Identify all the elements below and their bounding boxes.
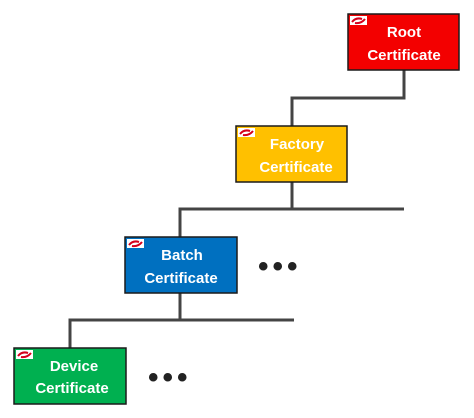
connectors <box>68 70 406 348</box>
silicon-labs-logo-icon <box>350 16 367 25</box>
factory-batch-connector <box>178 182 294 237</box>
batch-certificate-label-line1: Batch <box>161 247 203 264</box>
factory-certificate-label-line1: Factory <box>270 136 325 153</box>
device-certificate-box: Device Certificate <box>13 347 127 405</box>
batch-certificate-label-line2: Certificate <box>144 270 217 287</box>
silicon-labs-logo-icon <box>127 239 144 248</box>
factory-certificate-label-line2: Certificate <box>259 159 332 176</box>
device-certificate-label-line2: Certificate <box>35 380 108 397</box>
root-certificate-box: Root Certificate <box>347 13 460 71</box>
factory-certificate-box: Factory Certificate <box>235 125 348 183</box>
silicon-labs-logo-icon <box>238 128 255 137</box>
root-factory-connector <box>290 70 406 126</box>
batch-certificate-box: Batch Certificate <box>124 236 238 294</box>
batch-device-connector <box>68 292 182 348</box>
more-device-indicator: ••• <box>148 361 192 394</box>
root-certificate-label-line2: Certificate <box>367 47 440 64</box>
device-certificate-label-line1: Device <box>50 358 98 375</box>
more-batch-indicator: ••• <box>258 250 302 283</box>
root-certificate-label-line1: Root <box>387 24 421 41</box>
silicon-labs-logo-icon <box>16 350 33 359</box>
